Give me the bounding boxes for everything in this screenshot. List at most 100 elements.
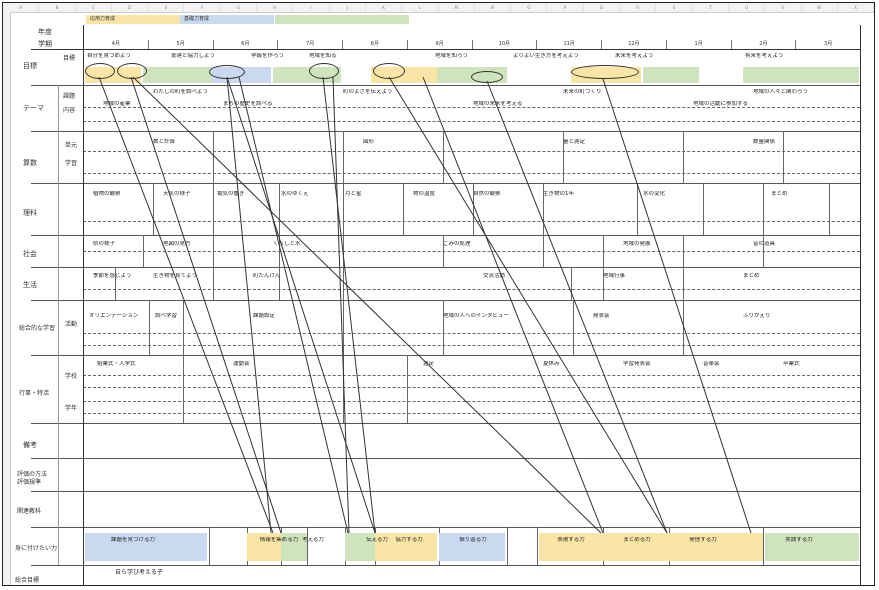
row-label-theme: テーマ	[23, 104, 44, 112]
cell-divider	[603, 267, 604, 300]
math-cell-1: 数と計算	[153, 139, 176, 145]
grid-dash	[83, 121, 860, 122]
column-header-P[interactable]: P	[547, 3, 584, 12]
cell-divider	[279, 183, 280, 235]
connector-line	[486, 80, 668, 534]
summary-band-9	[669, 533, 763, 561]
theme-sub-cell-1: 地域の産業	[103, 101, 131, 107]
cell-divider	[307, 527, 308, 565]
cell-divider	[683, 267, 684, 300]
cell-divider	[343, 267, 344, 300]
science-cell-2: 天気の様子	[163, 191, 191, 197]
column-header-B[interactable]: B	[39, 3, 76, 12]
legend-item-3	[275, 15, 409, 24]
life-cell-3: 町たんけん	[253, 273, 281, 279]
cell-divider	[543, 183, 544, 235]
cell-divider	[149, 300, 150, 355]
cell-divider	[763, 183, 764, 235]
column-header-W[interactable]: W	[802, 3, 838, 12]
grid-line	[31, 491, 861, 492]
science-cell-6: 物の温度	[413, 191, 436, 197]
column-header-T[interactable]: T	[693, 3, 729, 12]
column-header-R[interactable]: R	[620, 3, 657, 12]
month-11: 2月	[730, 40, 796, 49]
cell-divider	[209, 527, 210, 565]
summary-cell-9: 発信する力	[689, 537, 717, 543]
grid-vline	[58, 85, 59, 565]
grid-line	[31, 235, 861, 236]
column-header-F[interactable]: F	[184, 3, 221, 12]
row-sublabel-math1: 単元	[65, 142, 78, 149]
connector-line	[602, 78, 752, 534]
science-cell-4: 水のゆくえ	[281, 191, 309, 197]
highlight-ellipse-5	[373, 63, 405, 79]
column-header-V[interactable]: V	[765, 3, 802, 12]
integrated-cell-5: 発表会	[593, 313, 610, 319]
cell-divider	[407, 355, 408, 423]
summary-cell-1: 課題を見つける力	[110, 537, 155, 543]
cell-divider	[473, 183, 474, 235]
cell-divider	[343, 235, 344, 267]
summary-band-10	[765, 533, 859, 561]
grid-line	[31, 355, 861, 356]
column-header-Q[interactable]: Q	[584, 3, 621, 12]
goal-cell-2: 友達と協力しよう	[171, 53, 216, 59]
column-header-S[interactable]: S	[656, 3, 693, 12]
column-header-H[interactable]: H	[257, 3, 294, 12]
integrated-cell-3: 課題設定	[253, 313, 276, 319]
grid-dash	[83, 333, 860, 334]
column-header-C[interactable]: C	[76, 3, 112, 12]
row-label-life: 生活	[23, 281, 37, 289]
month-2: 5月	[147, 40, 213, 49]
row-header-bar	[3, 12, 11, 585]
cell-divider	[279, 235, 280, 267]
column-header-L[interactable]: L	[402, 3, 439, 12]
column-header-J[interactable]: J	[330, 3, 366, 12]
row-label-science: 理科	[23, 209, 37, 217]
column-header-G[interactable]: G	[221, 3, 258, 12]
column-header-D[interactable]: D	[112, 3, 149, 12]
goal-cell-6: 地域を知ろう	[435, 53, 469, 59]
grid-dash	[83, 289, 860, 290]
cell-divider	[213, 235, 214, 267]
column-header-M[interactable]: M	[439, 3, 475, 12]
science-cell-5: 月と星	[345, 191, 362, 197]
summary-band-1	[85, 533, 207, 561]
grid-line	[31, 423, 861, 424]
row-label-events: 行事・特活	[19, 390, 50, 397]
science-cell-1: 植物の観察	[93, 191, 121, 197]
grid-line	[31, 183, 861, 184]
cell-divider	[637, 183, 638, 235]
cell-divider	[213, 267, 214, 300]
goal-cell-10: 将来を考えよう	[745, 53, 784, 59]
legend-label-1: 応用力育成	[90, 16, 116, 22]
cell-divider	[183, 355, 184, 423]
column-header-A[interactable]: A	[3, 3, 40, 12]
cell-divider	[143, 235, 144, 267]
cell-divider	[537, 527, 538, 565]
column-header-I[interactable]: I	[293, 3, 330, 12]
column-header-N[interactable]: N	[475, 3, 512, 12]
event-cell-1: 始業式・入学式	[97, 361, 136, 367]
summary-band-7	[539, 533, 603, 561]
cell-divider	[507, 527, 508, 565]
column-header-X[interactable]: X	[838, 3, 874, 12]
goal-cell-1: 自分を見つめよう	[87, 53, 132, 59]
column-header-O[interactable]: O	[511, 3, 548, 12]
column-header-U[interactable]: U	[729, 3, 766, 12]
column-header-E[interactable]: E	[148, 3, 185, 12]
cell-divider	[279, 267, 280, 300]
row-sublabel-theme1: 課題	[63, 93, 76, 100]
column-header-K[interactable]: K	[366, 3, 403, 12]
science-cell-10: まとめ	[771, 191, 788, 197]
row-sublabel-goals: 目標	[63, 55, 76, 62]
grid-dash	[83, 387, 860, 388]
cell-divider	[213, 183, 214, 235]
connector-line	[226, 76, 376, 534]
highlight-ellipse-7	[571, 65, 639, 79]
legend-label-2: 基礎力育成	[184, 16, 210, 22]
cell-divider	[571, 267, 572, 300]
theme-sub-cell-4: 地域の活動に参加する	[693, 101, 749, 107]
social-cell-5: 地域の発展	[623, 241, 651, 247]
